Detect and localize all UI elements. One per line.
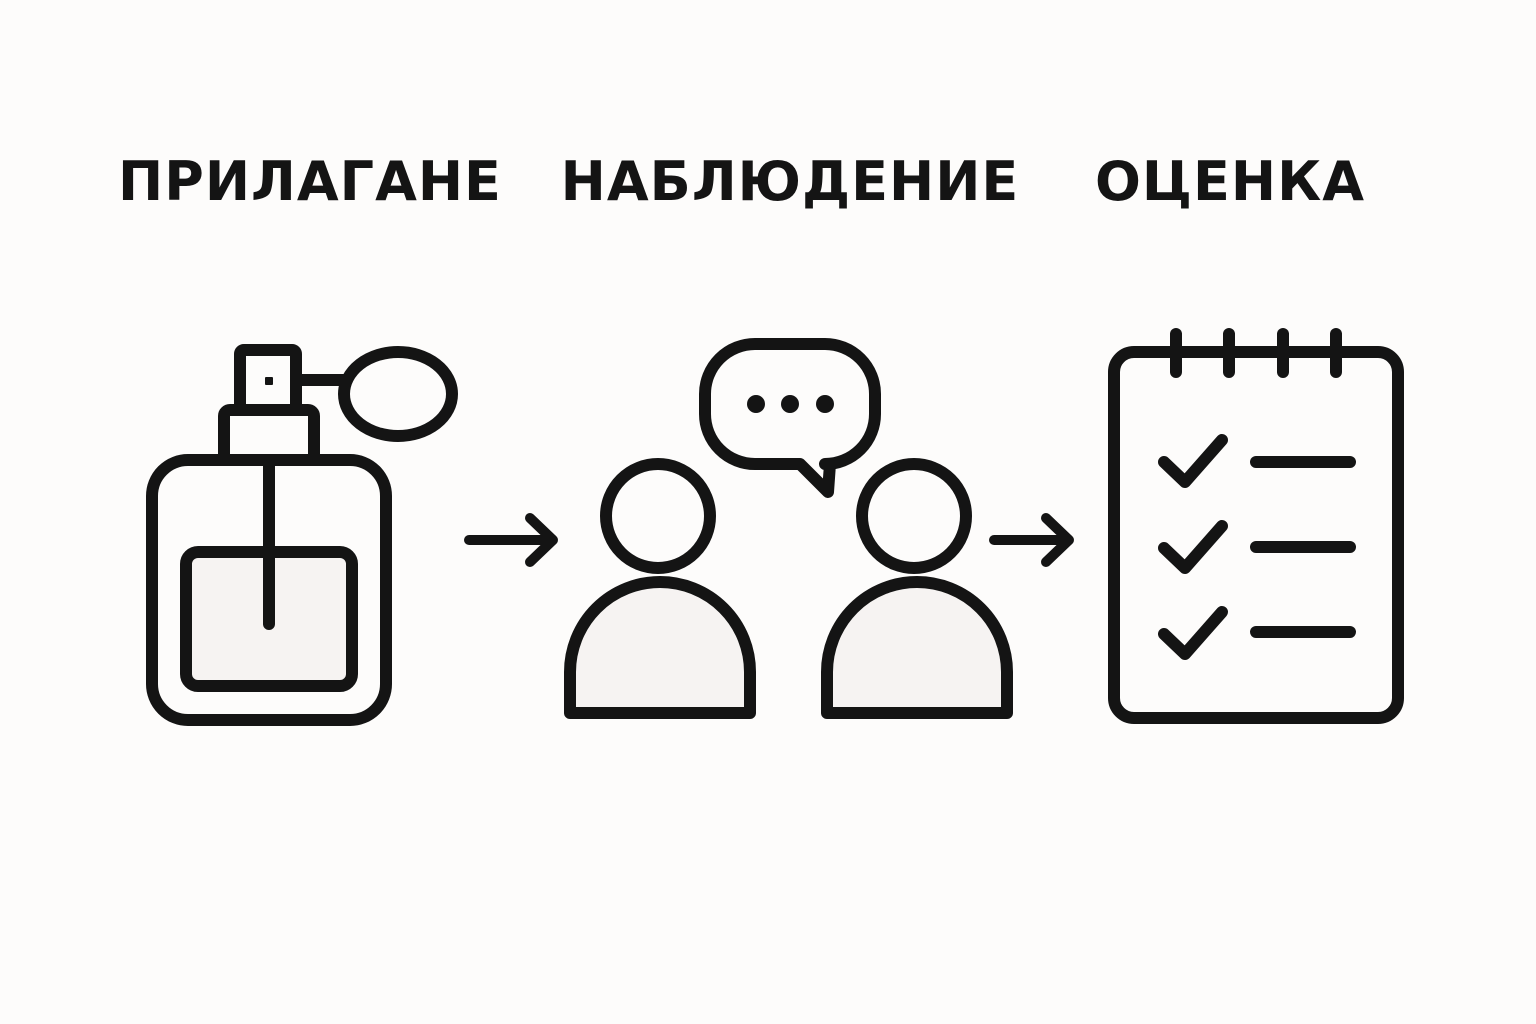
perfume-bottle-icon: [146, 344, 458, 726]
people-conversation-icon: [564, 338, 1013, 719]
step-label-observation: НАБЛЮДЕНИЕ: [560, 150, 1020, 213]
checklist-notepad-icon: [1108, 328, 1404, 724]
arrow-right-icon: [989, 513, 1074, 567]
arrow-right-icon: [464, 513, 558, 567]
step-label-evaluation: ОЦЕНКА: [1094, 150, 1365, 213]
step-label-application: ПРИЛАГАНЕ: [118, 150, 502, 213]
